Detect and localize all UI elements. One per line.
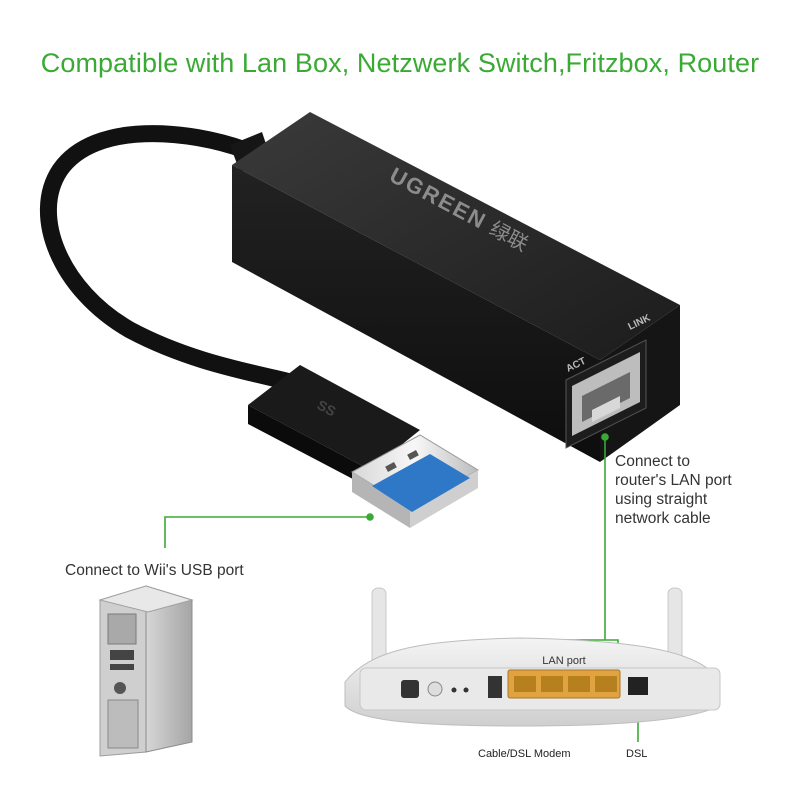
usb-plug-icon: SS xyxy=(248,365,479,528)
ethernet-adapter-icon: UGREEN 绿联 ACT LINK xyxy=(39,112,680,462)
lan-port-label: LAN port xyxy=(542,655,585,667)
wifi-router-icon xyxy=(344,587,721,727)
modem-label: Cable/DSL Modem xyxy=(478,748,571,760)
usb-superspeed-mark: SS xyxy=(315,397,339,420)
router-port-callout-line-4: network cable xyxy=(615,510,711,527)
router-port-callout: Connect to router's LAN port using strai… xyxy=(615,452,732,528)
desktop-tower-icon xyxy=(98,585,194,757)
router-port-callout-line-3: using straight xyxy=(615,491,708,508)
router-port-callout-line-1: Connect to xyxy=(615,453,690,470)
headline: Compatible with Lan Box, Netzwerk Switch… xyxy=(40,48,760,78)
router-port-callout-line-2: router's LAN port xyxy=(615,472,732,489)
dsl-label: DSL xyxy=(626,748,648,760)
usb-port-callout: Connect to Wii's USB port xyxy=(65,562,244,579)
